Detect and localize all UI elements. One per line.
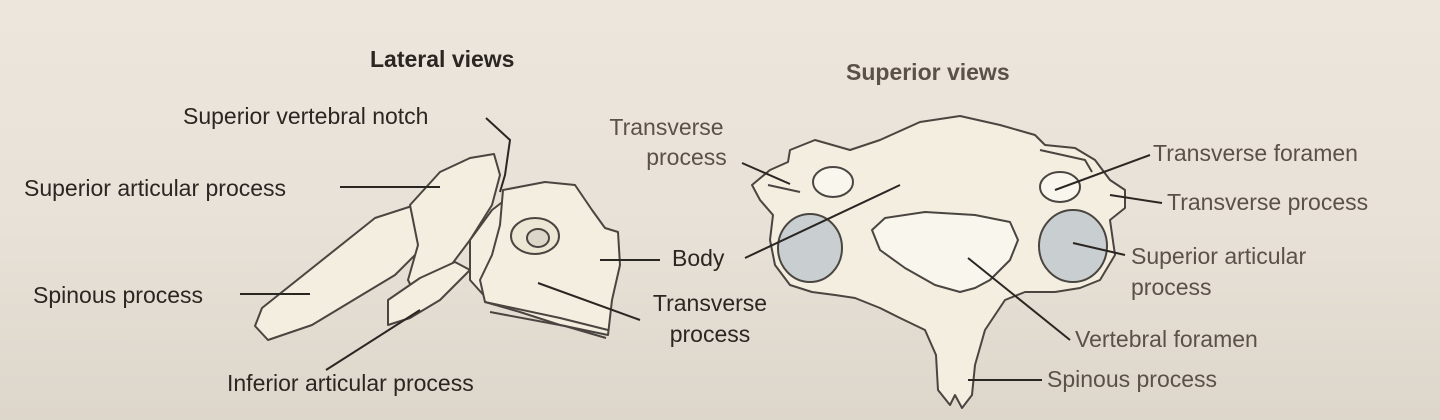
label-transverse-process-left-line1: Transverse [609,114,724,140]
lateral-views-heading: Lateral views [370,46,515,72]
label-transverse-foramen: Transverse foramen [1153,140,1358,166]
lateral-superior-articular [407,153,501,301]
label-transverse-process-right: Transverse process [1167,189,1369,215]
leader-inferior-articular-process [325,309,421,371]
leader-transverse-process-right [1109,194,1163,204]
leader-lines [240,117,1163,381]
superior-views-heading: Superior views [846,59,1010,85]
right-facet [1038,209,1108,283]
lateral-spinous-process [254,205,421,341]
label-inferior-articular-process: Inferior articular process [227,370,474,396]
label-superior-articular-line1: Superior articular [1131,243,1307,269]
label-transverse-process-lateral-line1: Transverse [652,290,768,316]
left-transverse-foramen [812,166,854,198]
left-facet [777,213,843,283]
superior-vertebra [751,115,1126,409]
leader-transverse-process-left [741,162,791,185]
leader-transverse-process-lateral [537,282,641,321]
label-transverse-process-left: Transverse process [594,114,739,171]
leader-superior-vertebral-notch [485,117,512,193]
label-superior-articular-process: Superior articular process [24,175,287,201]
label-transverse-process-lateral-line2: process [669,321,751,348]
right-transverse-foramen [1039,171,1081,203]
label-superior-articular-process-superior: Superior articular process [1131,243,1306,301]
leader-transverse-foramen [1054,154,1151,191]
label-spinous-process-superior: Spinous process [1047,366,1218,392]
label-vertebral-foramen: Vertebral foramen [1075,326,1258,352]
lateral-vertebra [254,153,621,341]
leader-vertebral-foramen [967,257,1071,341]
label-transverse-process-lateral: Transverse process [640,290,780,348]
label-superior-articular-line2: process [1131,274,1212,301]
lateral-inferior-articular [387,261,471,326]
label-spinous-process-lateral: Spinous process [33,282,204,308]
leader-superior-articular-superior [1072,242,1126,256]
vertebral-foramen-shape [871,211,1019,293]
label-body: Body [672,245,725,271]
label-transverse-process-left-line2: process [646,144,727,171]
lateral-body [479,181,621,336]
leader-body-superior [744,184,901,259]
label-superior-vertebral-notch: Superior vertebral notch [183,103,429,129]
